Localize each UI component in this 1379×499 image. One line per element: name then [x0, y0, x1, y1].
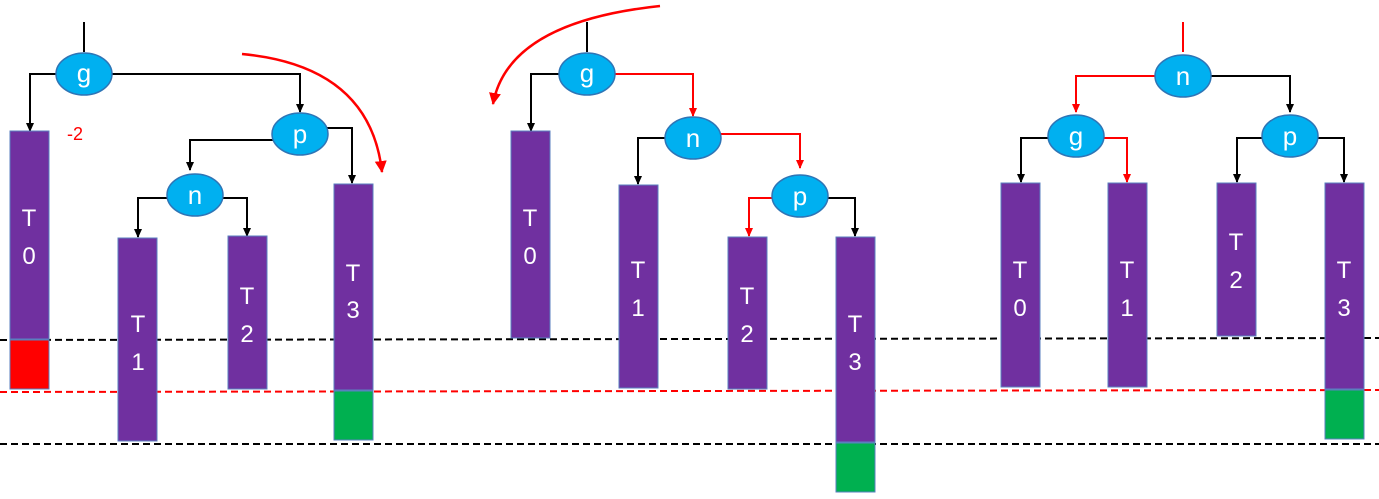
node-p: [1261, 114, 1319, 158]
subtree-t0-label-digit: 0: [22, 243, 35, 270]
panel-after-left-rotation: T 0 T 1 T 2 T 3 n g p: [1000, 22, 1365, 440]
edge-p-to-t2: [745, 197, 774, 237]
edge-g-to-t0: [26, 73, 57, 132]
subtree-t2-label-letter: T: [240, 283, 255, 310]
node-g-label: g: [77, 58, 91, 88]
edge-g-to-t1: [1103, 137, 1131, 183]
subtree-t1: [618, 184, 659, 389]
panel-after-right-rotation: T 0 T 1 T 2 T 3 g n p: [489, 4, 876, 493]
rotation-arrow-clockwise: [241, 52, 387, 173]
edge-n-to-g: [1072, 75, 1156, 113]
edge-p-to-t3: [327, 127, 356, 184]
subtree-t2: [727, 236, 768, 390]
subtree-t2: [1216, 182, 1257, 337]
node-n-label: n: [188, 180, 202, 210]
subtree-t0-label-digit: 0: [1013, 295, 1026, 322]
subtree-t2-label-digit: 2: [240, 321, 253, 348]
node-g: [558, 52, 616, 96]
subtree-t3-label-digit: 3: [1337, 295, 1350, 322]
subtree-t0-label-letter: T: [523, 205, 538, 232]
node-g: [1047, 114, 1105, 158]
subtree-t3-label-digit: 3: [848, 349, 861, 376]
reference-line-middle: [0, 389, 1379, 393]
reference-line-top: [0, 337, 1379, 341]
node-p-label: p: [793, 181, 807, 211]
subtree-t1-label-letter: T: [1120, 257, 1135, 284]
subtree-t3: [333, 183, 374, 391]
panel-1-edges: [26, 22, 356, 238]
subtree-t3-added-block: [1324, 389, 1365, 440]
subtree-t3-label-letter: T: [1337, 257, 1352, 284]
edge-n-to-t2: [222, 197, 251, 237]
subtree-t0-removed-block: [9, 339, 50, 390]
subtree-t3-label-letter: T: [848, 311, 863, 338]
subtree-t1-label-digit: 1: [131, 349, 144, 376]
edge-g-to-t0: [527, 73, 561, 132]
node-n: [166, 173, 224, 217]
edge-p-to-t3: [827, 197, 859, 237]
edge-g-to-p: [112, 73, 304, 113]
subtree-t0-label-digit: 0: [523, 243, 536, 270]
subtree-t1-label-digit: 1: [1120, 295, 1133, 322]
rotation-arrow-counter-clockwise: [489, 4, 661, 105]
subtree-t2-label-letter: T: [1229, 229, 1244, 256]
edge-g-to-t0: [1017, 137, 1049, 183]
node-p: [271, 112, 329, 156]
subtree-t0: [510, 130, 551, 339]
subtree-t0-label-letter: T: [1013, 257, 1028, 284]
panel-3-edges: [1017, 22, 1348, 183]
node-g: [55, 52, 113, 96]
subtree-t3: [835, 236, 876, 443]
edge-n-to-t1: [634, 137, 666, 185]
node-p-label: p: [1283, 121, 1297, 151]
node-p-label: p: [293, 119, 307, 149]
edge-n-to-p: [720, 133, 804, 169]
subtree-t3-label-digit: 3: [346, 297, 359, 324]
panel-2-edges: [527, 22, 859, 237]
subtree-t1-label-letter: T: [131, 311, 146, 338]
edge-n-to-t1: [134, 197, 168, 238]
subtree-t0: [9, 130, 50, 340]
subtree-t1: [117, 237, 158, 442]
subtree-t2-label-digit: 2: [1229, 267, 1242, 294]
balance-factor-label: -2: [67, 124, 83, 144]
node-g-label: g: [580, 58, 594, 88]
node-p: [771, 174, 829, 218]
subtree-t0: [1000, 182, 1041, 388]
subtree-t3: [1324, 182, 1365, 390]
subtree-t3-label-letter: T: [346, 260, 361, 287]
edge-p-to-t2: [1233, 137, 1263, 183]
edge-p-to-n: [186, 139, 273, 171]
node-g-label: g: [1069, 121, 1083, 151]
subtree-t2-label-digit: 2: [740, 321, 753, 348]
subtree-t1-label-digit: 1: [631, 295, 644, 322]
node-n: [664, 116, 722, 160]
edge-n-to-p: [1210, 75, 1294, 113]
node-n: [1154, 54, 1212, 98]
edge-g-to-n: [614, 73, 697, 117]
node-n-label: n: [1176, 61, 1190, 91]
subtree-t2: [227, 235, 268, 390]
subtree-t2-label-letter: T: [740, 283, 755, 310]
node-n-label: n: [686, 123, 700, 153]
subtree-t1: [1107, 182, 1148, 388]
edge-p-to-t3: [1317, 137, 1348, 183]
subtree-t1-label-letter: T: [631, 257, 646, 284]
subtree-t3-added-block: [835, 442, 876, 493]
subtree-t3-added-block: [333, 390, 374, 441]
subtree-t0-label-letter: T: [22, 205, 37, 232]
panel-before-rotation: T 0 T 1 T 2 T 3 g p n -2: [9, 22, 387, 442]
